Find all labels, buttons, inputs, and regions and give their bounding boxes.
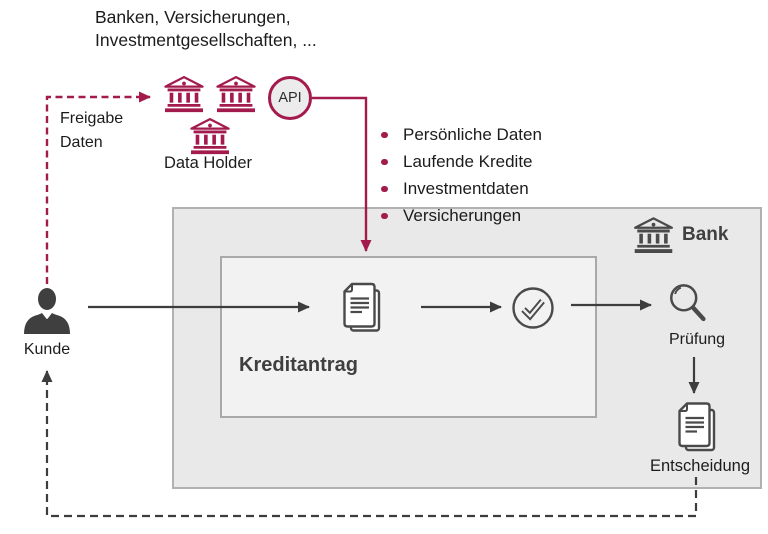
data-holder-label: Data Holder: [163, 154, 253, 172]
documents-icon: [670, 400, 720, 456]
freigabe-line2: Daten: [60, 134, 103, 151]
freigabe-daten-label: Freigabe Daten: [60, 107, 123, 155]
pruefung-label: Prüfung: [668, 331, 726, 348]
header-line1: Banken, Versicherungen,: [95, 7, 291, 27]
header-text: Banken, Versicherungen, Investmentgesell…: [95, 6, 317, 52]
check-circle-icon: [511, 286, 555, 330]
list-item: Investmentdaten: [376, 175, 542, 202]
kunde-label: Kunde: [23, 341, 71, 358]
bank-icon: [163, 75, 205, 113]
bank-label: Bank: [682, 224, 729, 245]
kreditantrag-label: Kreditantrag: [239, 354, 358, 376]
entscheidung-label: Entscheidung: [650, 457, 750, 475]
shared-data-list: Persönliche Daten Laufende Kredite Inves…: [376, 121, 542, 229]
list-item: Persönliche Daten: [376, 121, 542, 148]
header-line2: Investmentgesellschaften, ...: [95, 30, 317, 50]
freigabe-line1: Freigabe: [60, 110, 124, 127]
person-icon: [22, 288, 72, 336]
kreditantrag-box: [220, 256, 597, 418]
bank-icon: [215, 75, 257, 113]
bank-icon: [633, 216, 674, 254]
list-item: Versicherungen: [376, 202, 542, 229]
list-item: Laufende Kredite: [376, 148, 542, 175]
magnifier-icon: [666, 282, 712, 330]
api-circle: API: [268, 76, 312, 120]
bank-icon: [189, 117, 231, 155]
documents-icon: [335, 280, 385, 337]
api-label: API: [278, 90, 302, 106]
